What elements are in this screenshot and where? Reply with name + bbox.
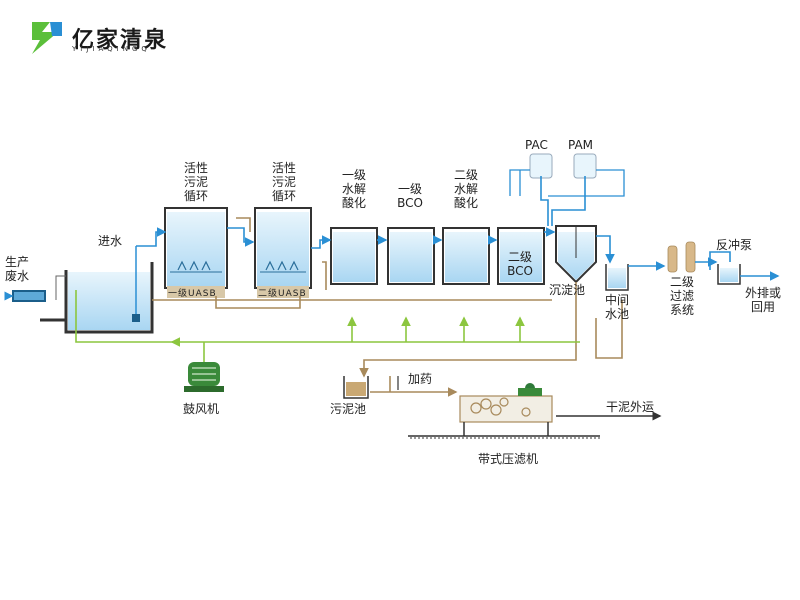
label-uasb-1: 一级UASB xyxy=(168,289,217,299)
label-production-wastewater: 生产 废水 xyxy=(4,255,29,283)
bco-tank-1 xyxy=(387,227,435,285)
label-discharge: 外排或 回用 xyxy=(744,286,781,314)
label-dry-sludge: 干泥外运 xyxy=(606,400,655,414)
label-active-sludge-1: 活性 污泥 循环 xyxy=(183,161,208,203)
label-middle-pool: 中间 水池 xyxy=(604,293,629,321)
label-active-sludge-2: 活性 污泥 循环 xyxy=(271,161,296,203)
label-dosing: 加药 xyxy=(408,372,433,386)
brand-name: 亿家清泉 xyxy=(72,28,169,53)
collection-tank xyxy=(40,246,154,334)
label-belt-press: 带式压滤机 xyxy=(478,452,539,466)
label-blower: 鼓风机 xyxy=(183,402,220,416)
label-backwash-pump: 反冲泵 xyxy=(716,238,753,252)
filter-1 xyxy=(667,245,678,273)
clear-water-tank xyxy=(717,264,741,285)
sedimentation-tank xyxy=(555,225,597,284)
belt-press xyxy=(459,383,553,436)
pac-tank xyxy=(529,153,553,179)
bco-tank-2 xyxy=(497,227,545,285)
water-line xyxy=(136,176,780,281)
filter-2 xyxy=(685,241,696,273)
uasb-tank-2 xyxy=(254,207,312,298)
label-uasb-2: 二级UASB xyxy=(258,289,307,299)
uasb-tank-1 xyxy=(164,207,228,298)
middle-pool xyxy=(605,264,629,291)
brand-logo xyxy=(32,22,62,54)
hydrolysis-tank-1 xyxy=(330,227,378,285)
sludge-pool xyxy=(343,376,369,399)
label-sludge-pool: 污泥池 xyxy=(330,402,367,416)
label-inflow: 进水 xyxy=(98,234,123,248)
label-hydrolysis-1: 一级 水解 酸化 xyxy=(341,168,366,210)
inlet-pipe xyxy=(4,290,46,302)
air-line xyxy=(75,290,580,364)
label-secondary-filter: 二级 过滤 系统 xyxy=(669,275,694,317)
dosing-lines xyxy=(509,169,625,197)
label-pac: PAC xyxy=(525,138,548,152)
blower xyxy=(184,362,224,392)
label-sedimentation: 沉淀池 xyxy=(549,283,586,297)
label-hydrolysis-2: 二级 水解 酸化 xyxy=(453,168,478,210)
sludge-line xyxy=(152,217,623,397)
brand-subtitle: YIJIAQINGQ xyxy=(72,45,151,53)
label-bco-2: 二级 BCO xyxy=(507,250,533,278)
label-pam: PAM xyxy=(568,138,594,152)
pam-tank xyxy=(573,153,597,179)
label-bco-1: 一级 BCO xyxy=(397,182,423,210)
hydrolysis-tank-2 xyxy=(442,227,490,285)
